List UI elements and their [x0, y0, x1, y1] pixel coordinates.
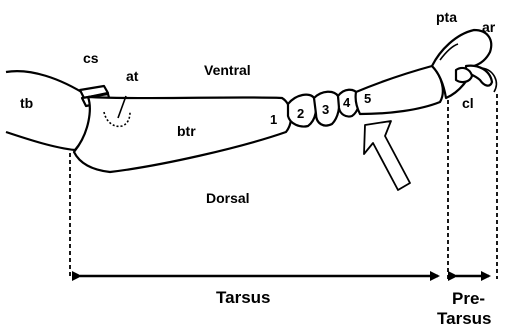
label-cl: cl [462, 95, 474, 111]
label-seg3: 3 [322, 102, 329, 117]
label-pta: pta [436, 9, 457, 25]
label-tb: tb [20, 95, 33, 111]
label-seg5: 5 [364, 91, 371, 106]
tarsomere-5-shape [356, 66, 443, 114]
label-tarsus: Tarsus [216, 288, 271, 307]
label-ventral: Ventral [204, 62, 251, 78]
label-seg4: 4 [343, 95, 351, 110]
label-pretarsus-line1: Pre- [452, 289, 485, 308]
label-seg1: 1 [270, 112, 277, 127]
label-cs: cs [83, 50, 99, 66]
label-pretarsus-line2: Tarsus [437, 309, 492, 328]
label-dorsal: Dorsal [206, 190, 250, 206]
arolium-shape [456, 68, 472, 82]
tibia-shape [6, 71, 91, 150]
label-at: at [126, 68, 139, 84]
label-seg2: 2 [297, 106, 304, 121]
hollow-arrow [364, 121, 410, 190]
label-ar: ar [482, 19, 496, 35]
label-btr: btr [177, 123, 196, 139]
